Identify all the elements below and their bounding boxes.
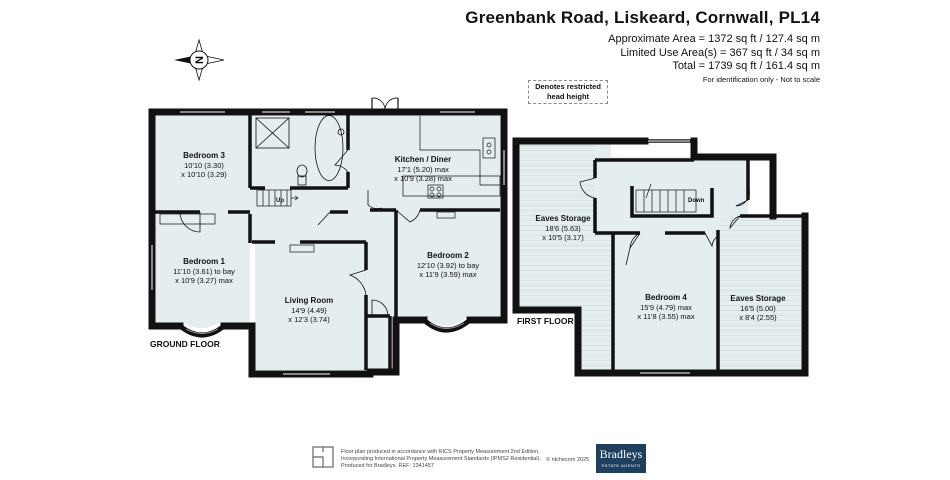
scale-note: For identification only - Not to scale bbox=[702, 74, 820, 84]
room-kitchen-diner: Kitchen / Diner 17'1 (5.20) max x 10'9 (… bbox=[394, 155, 452, 184]
room-dim: x 10'5 (3.17) bbox=[542, 233, 584, 242]
room-name: Bedroom 2 bbox=[427, 251, 469, 260]
room-name: Eaves Storage bbox=[535, 214, 591, 223]
room-name: Bedroom 4 bbox=[645, 293, 687, 302]
footer-text: Floor plan produced in accordance with R… bbox=[341, 449, 541, 470]
room-bedroom-4: Bedroom 4 15'9 (4.79) max x 11'8 (3.55) … bbox=[637, 293, 694, 322]
logo-tagline: ESTATE AGENTS bbox=[601, 463, 641, 468]
bradleys-logo: Bradleys ESTATE AGENTS bbox=[596, 444, 646, 473]
room-living-room: Living Room 14'9 (4.49) x 12'3 (3.74) bbox=[285, 296, 333, 325]
approximate-area: Approximate Area = 1372 sq ft / 127.4 sq… bbox=[608, 33, 820, 45]
compass-north-label: N bbox=[194, 56, 206, 64]
room-dim: 12'10 (3.92) to bay bbox=[416, 260, 480, 270]
room-dim: x 12'3 (3.74) bbox=[288, 315, 330, 324]
room-bedroom-1: Bedroom 1 11'10 (3.61) to bay x 10'9 (3.… bbox=[173, 257, 235, 286]
footer-line: Incorporating International Property Mea… bbox=[341, 456, 541, 462]
area-summary: Approximate Area = 1372 sq ft / 127.4 sq… bbox=[608, 33, 820, 85]
room-bedroom-3: Bedroom 3 10'10 (3.30) x 10'10 (3.29) bbox=[181, 151, 227, 180]
room-name: Bedroom 3 bbox=[183, 151, 225, 160]
limited-use-area: Limited Use Area(s) = 367 sq ft / 34 sq … bbox=[620, 46, 820, 59]
room-dim: 11'10 (3.61) to bay bbox=[173, 266, 235, 276]
stairs-up-label: Up bbox=[276, 198, 284, 204]
room-dim: 16'5 (5.00) bbox=[740, 303, 776, 313]
room-bedroom-2: Bedroom 2 12'10 (3.92) to bay x 11'9 (3.… bbox=[417, 251, 479, 280]
room-name: Living Room bbox=[284, 296, 334, 305]
restricted-height-legend: Denotes restricted head height bbox=[528, 80, 608, 104]
room-dim: x 8'4 (2.55) bbox=[739, 313, 777, 322]
room-eaves-storage-1: Eaves Storage 18'6 (5.63) x 10'5 (3.17) bbox=[535, 214, 590, 243]
compass-icon: N bbox=[174, 38, 225, 82]
logo-name: Bradleys bbox=[599, 447, 643, 461]
room-dim: x 10'10 (3.29) bbox=[181, 170, 227, 179]
room-name: Kitchen / Diner bbox=[394, 155, 452, 164]
property-title: Greenbank Road, Liskeard, Cornwall, PL14 bbox=[465, 8, 820, 27]
floorplan-icon bbox=[312, 446, 334, 468]
total-area: Total = 1739 sq ft / 161.4 sq m bbox=[672, 60, 820, 72]
footer-line: Produced for Bradleys. REF: 1341457 bbox=[341, 463, 434, 469]
first-floor-label: FIRST FLOOR bbox=[517, 316, 574, 326]
room-dim: 14'9 (4.49) bbox=[291, 305, 327, 315]
room-name: Eaves Storage bbox=[730, 294, 786, 303]
room-dim: 18'6 (5.63) bbox=[545, 223, 581, 233]
footer-line: Floor plan produced in accordance with R… bbox=[341, 449, 540, 455]
room-dim: 10'10 (3.30) bbox=[184, 160, 224, 170]
room-dim: 15'9 (4.79) max bbox=[640, 302, 692, 312]
room-dim: x 10'9 (3.27) max bbox=[175, 276, 233, 285]
room-dim: x 11'8 (3.55) max bbox=[637, 312, 695, 321]
room-name: Bedroom 1 bbox=[183, 257, 225, 266]
room-dim: x 10'9 (3.28) max bbox=[394, 174, 452, 183]
room-dim: x 11'9 (3.59) max bbox=[419, 270, 477, 279]
room-eaves-storage-2: Eaves Storage 16'5 (5.00) x 8'4 (2.55) bbox=[730, 294, 785, 323]
ground-floor-plan bbox=[148, 97, 508, 378]
room-dim: 17'1 (5.20) max bbox=[397, 164, 449, 174]
ground-floor-label: GROUND FLOOR bbox=[150, 339, 220, 349]
restricted-line1: Denotes restricted bbox=[535, 82, 601, 91]
copyright-text: © ntchecom 2025 bbox=[546, 457, 590, 463]
first-floor-plan bbox=[512, 137, 809, 377]
restricted-line2: head height bbox=[546, 92, 590, 101]
stairs-down-label: Down bbox=[688, 198, 705, 204]
